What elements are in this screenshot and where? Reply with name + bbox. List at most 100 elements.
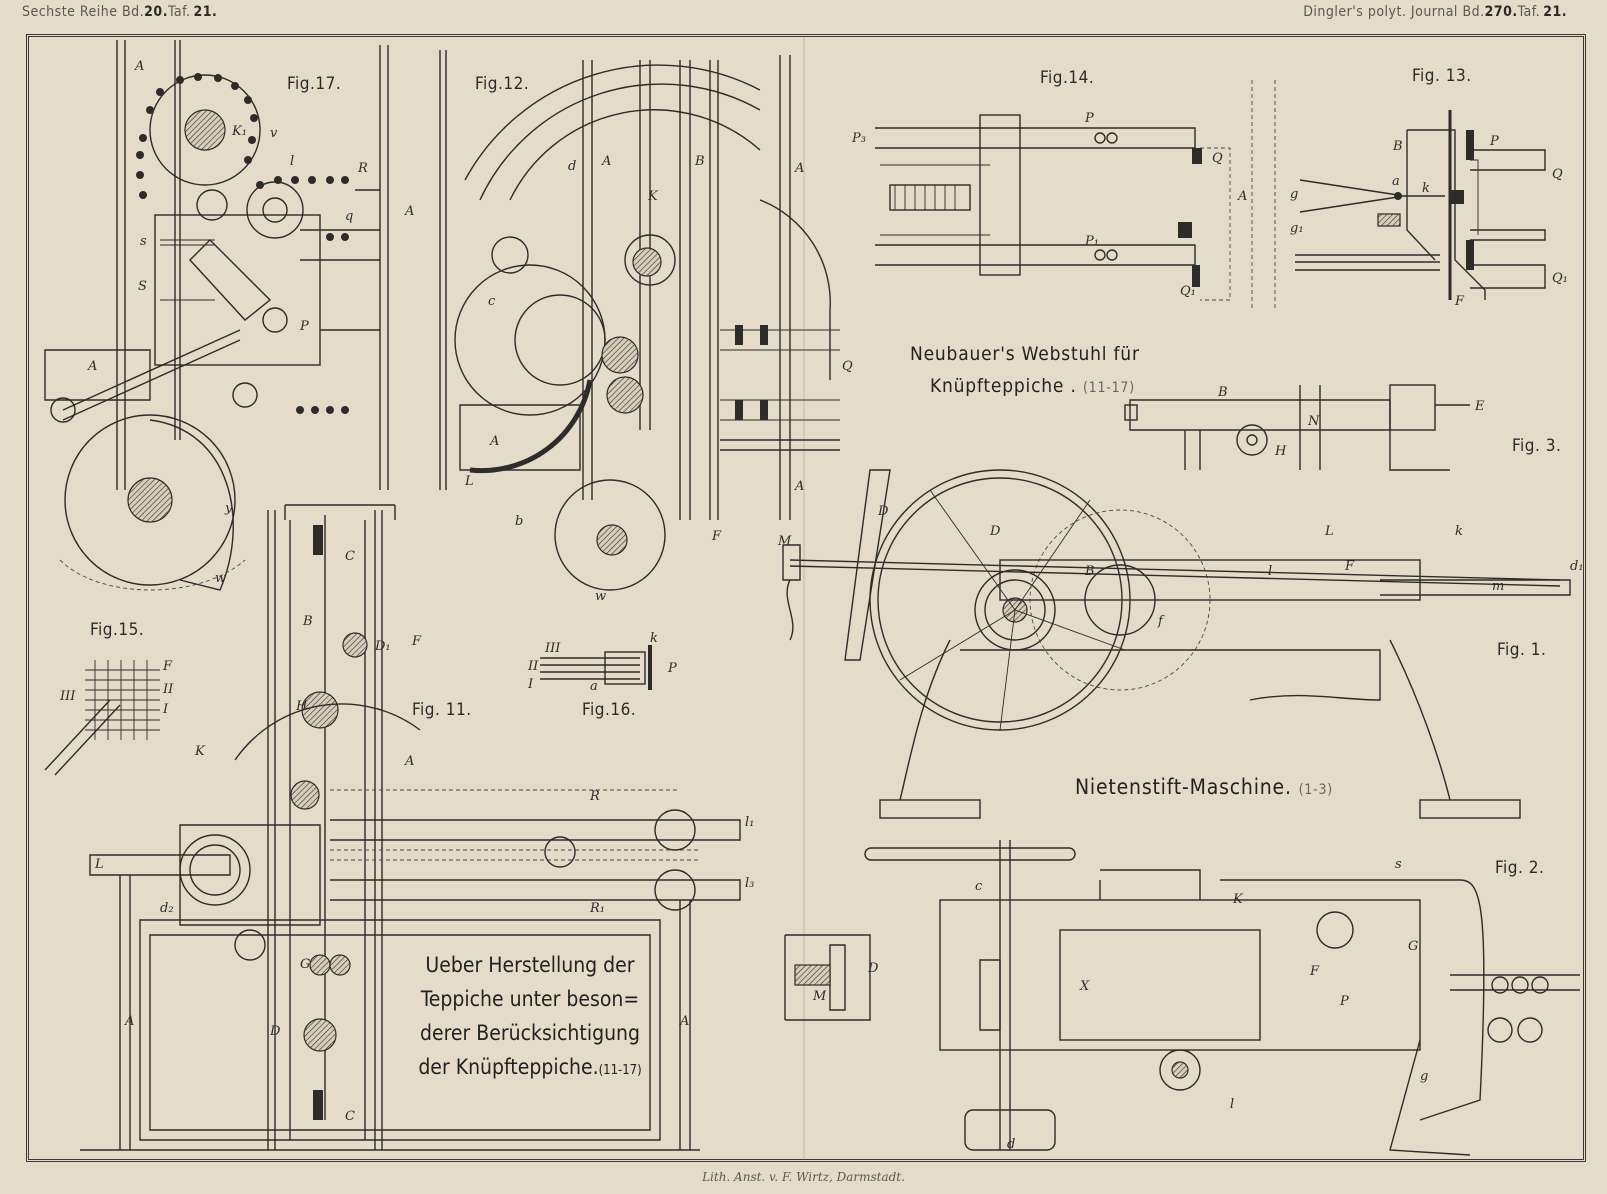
plate-header-left: Sechste Reihe Bd.20.Taf. 21. [22, 4, 217, 20]
label-X: X [1079, 979, 1090, 994]
teppiche-title-line1: Ueber Herstellung der [425, 953, 635, 977]
label-s: s [1395, 857, 1402, 872]
figure-3-drawing [1124, 384, 1470, 471]
label-y: y [224, 501, 233, 516]
figure-16-label: Fig.16. [582, 700, 637, 720]
label-f: f [1157, 614, 1165, 629]
label-s: s [140, 234, 147, 249]
label-P1: P₁ [1084, 234, 1099, 249]
label-C2: C [345, 1109, 355, 1124]
label-II: II [527, 659, 539, 674]
label-w: w [215, 571, 226, 586]
volume-prefix: Bd. [122, 4, 145, 20]
label-A3: A [489, 434, 499, 449]
label-Q1: Q₁ [1552, 271, 1568, 286]
label-l: l [1230, 1097, 1234, 1112]
figure-16-drawing [540, 645, 652, 690]
label-P: P [1339, 994, 1349, 1009]
figure-2-drawing [784, 840, 1580, 1156]
figure-2-label: Fig. 2. [1495, 858, 1545, 878]
figure-14-drawing [875, 80, 1276, 310]
label-A: A [1237, 189, 1247, 204]
teppiche-title: Ueber Herstellung der Teppiche unter bes… [410, 948, 650, 1088]
label-R: R [589, 789, 600, 804]
label-l: l [1268, 564, 1272, 579]
label-D1: D₁ [374, 639, 391, 654]
label-K: K [647, 189, 659, 204]
label-III: III [59, 689, 76, 704]
label-D: D [867, 961, 879, 976]
label-III: III [544, 641, 561, 656]
webstuhl-title-line2: Knüpfteppiche . (11-17) [930, 375, 1135, 398]
label-E: E [1474, 399, 1485, 414]
plate-number: 21. [1543, 4, 1567, 20]
teppiche-figure-range: (11-17) [598, 1063, 642, 1078]
teppiche-title-line3: derer Berücksichtigung [419, 1021, 641, 1045]
label-Q: Q [842, 359, 853, 374]
part-letter-labels: A K₁ v l R q s S P A A w y d A K B A c A… [59, 59, 1584, 1152]
label-I: I [527, 677, 534, 692]
plate-frame [26, 34, 1586, 1162]
label-Q: Q [1552, 167, 1563, 182]
label-K1: K₁ [231, 124, 247, 139]
figure-17-label: Fig.17. [287, 74, 342, 94]
label-C: C [345, 549, 355, 564]
label-A3: A [87, 359, 97, 374]
label-a: a [1392, 174, 1400, 189]
teppiche-title-line4: der Knüpfteppiche.(11-17) [418, 1055, 642, 1079]
label-G: G [300, 957, 310, 972]
label-g: g [1290, 187, 1298, 202]
label-a: a [590, 679, 598, 694]
label-L: d₂ [160, 901, 174, 916]
label-g: g [1420, 1069, 1428, 1084]
label-A: A [134, 59, 144, 74]
label-D: D [269, 1024, 281, 1039]
label-A2: A [124, 1014, 134, 1029]
label-G: G [1408, 939, 1418, 954]
figure-17-drawing [44, 40, 447, 591]
label-F: F [1454, 294, 1465, 309]
label-L: L [1324, 524, 1334, 539]
nietenstift-title: Nietenstift-Maschine. (1-3) [1075, 770, 1333, 806]
label-M: M [812, 989, 827, 1004]
figure-11-label: Fig. 11. [412, 700, 472, 720]
figure-13-label: Fig. 13. [1412, 66, 1472, 86]
figure-1-drawing [782, 469, 1571, 819]
figure-1-label: Fig. 1. [1497, 640, 1547, 660]
label-P: P [1084, 111, 1094, 126]
label-g1: g₁ [1290, 221, 1304, 236]
label-F: F [711, 529, 722, 544]
label-K: K [1232, 892, 1244, 907]
figure-3-label: Fig. 3. [1512, 436, 1562, 456]
label-l1: l₁ [745, 815, 754, 830]
label-L: L [464, 474, 474, 489]
label-P3: P₃ [851, 131, 866, 146]
label-F: F [162, 659, 173, 674]
label-c: c [975, 879, 983, 894]
label-d: d [1007, 1137, 1015, 1152]
label-b: b [515, 514, 523, 529]
label-S: S [138, 279, 147, 294]
label-R1: R₁ [589, 901, 605, 916]
volume-prefix: Bd. [1462, 4, 1485, 20]
figure-11-drawing [80, 504, 741, 1151]
journal-name: Dingler's polyt. Journal [1303, 4, 1458, 20]
label-F: F [411, 634, 422, 649]
label-H: H [295, 699, 308, 714]
center-fold [803, 36, 805, 1160]
label-I: I [162, 702, 169, 717]
label-k: k [1422, 181, 1430, 196]
label-A3: A [679, 1014, 689, 1029]
webstuhl-title: Neubauer's Webstuhl für Knüpfteppiche . … [910, 338, 1140, 403]
label-P: P [1489, 134, 1499, 149]
volume-number: 270. [1484, 4, 1518, 20]
label-m: m [1492, 579, 1504, 594]
plate-prefix: Taf. [1517, 4, 1541, 20]
label-A: A [404, 754, 414, 769]
figure-12-drawing [454, 55, 840, 591]
label-II: II [162, 682, 174, 697]
series-label: Sechste Reihe [22, 4, 118, 20]
label-Q1: Q₁ [1180, 284, 1196, 299]
figure-14-label: Fig.14. [1040, 68, 1095, 88]
